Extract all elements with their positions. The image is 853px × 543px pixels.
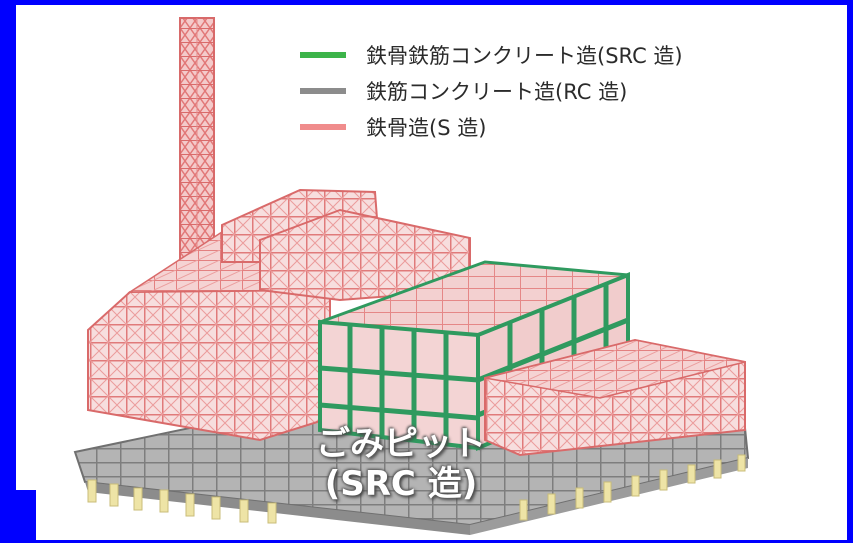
legend-label-rc: 鉄筋コンクリート造(RC 造) bbox=[366, 80, 628, 104]
legend-swatch-gray bbox=[300, 88, 346, 94]
legend-item-s: 鉄骨造(S 造) bbox=[300, 112, 486, 142]
legend-swatch-pink bbox=[300, 124, 346, 130]
frame-corner-tab bbox=[0, 490, 36, 543]
legend-label-src: 鉄骨鉄筋コンクリート造(SRC 造) bbox=[366, 44, 683, 68]
garbage-pit-label: ごみピット bbox=[316, 424, 486, 464]
right-steel-frame bbox=[484, 338, 746, 457]
garbage-pit-structure-label: (SRC 造) bbox=[324, 464, 478, 504]
foundation-piles bbox=[87, 454, 746, 524]
upper-steel-frame bbox=[221, 188, 471, 302]
legend-label-s: 鉄骨造(S 造) bbox=[366, 116, 487, 140]
legend-swatch-green bbox=[300, 52, 346, 58]
legend-item-src: 鉄骨鉄筋コンクリート造(SRC 造) bbox=[300, 40, 683, 70]
garbage-pit-callout: ごみピット (SRC 造) bbox=[316, 424, 486, 504]
legend-item-rc: 鉄筋コンクリート造(RC 造) bbox=[300, 76, 627, 106]
